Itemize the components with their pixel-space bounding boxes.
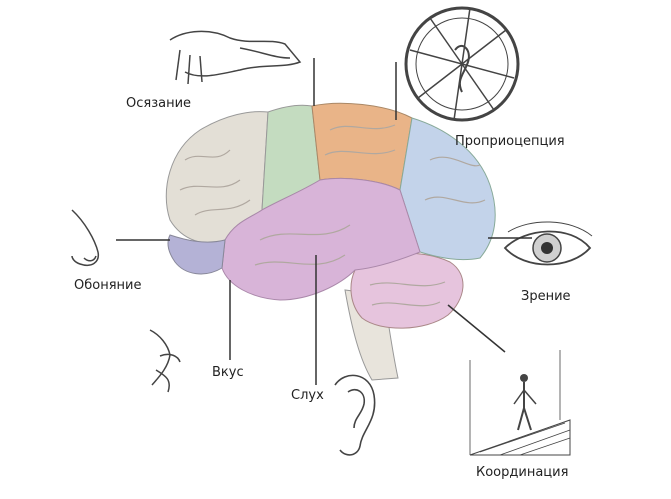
nose-illustration: [72, 210, 98, 265]
label-hearing: Слух: [291, 388, 324, 403]
hand-illustration: [170, 31, 300, 84]
gyroscope-illustration: [406, 8, 518, 120]
label-coordination: Координация: [476, 465, 568, 480]
ear-illustration: [335, 375, 375, 455]
eye-illustration: [505, 222, 592, 265]
label-proprioception: Проприоцепция: [455, 134, 565, 149]
lips-illustration: [150, 330, 180, 392]
leader-line-coordination: [448, 305, 505, 352]
proprioception-area-region: [312, 103, 412, 190]
label-taste: Вкус: [212, 365, 244, 380]
label-vision: Зрение: [521, 289, 571, 304]
label-touch: Осязание: [126, 96, 191, 111]
label-smell: Обоняние: [74, 278, 141, 293]
coordination-illustration: [470, 350, 570, 455]
